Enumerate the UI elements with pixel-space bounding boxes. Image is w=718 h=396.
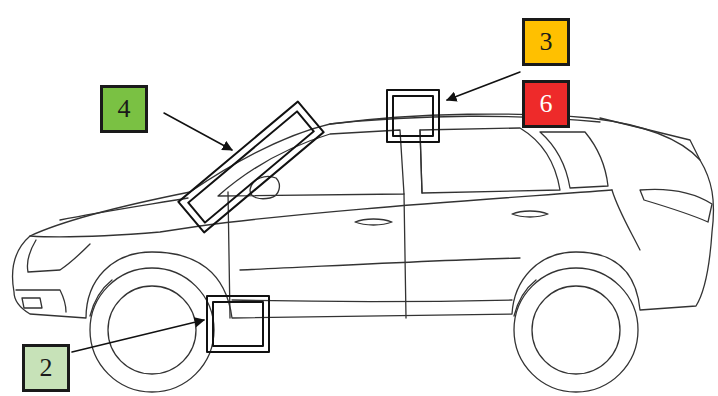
callout-number: 2 <box>40 355 53 381</box>
side-windows <box>218 130 404 196</box>
callout-number: 4 <box>118 96 131 122</box>
callout-box: 2 <box>22 344 70 392</box>
car-body <box>13 114 714 318</box>
callout-box: 4 <box>100 85 148 133</box>
callout-number: 6 <box>540 91 553 117</box>
leader-lines <box>72 72 520 352</box>
highlight-frames <box>178 90 439 352</box>
rear-wheel <box>514 268 638 392</box>
callout-box: 6 <box>522 80 570 128</box>
callout-number: 3 <box>540 29 553 55</box>
callout-box: 3 <box>522 18 570 66</box>
front-wheel <box>90 268 214 392</box>
